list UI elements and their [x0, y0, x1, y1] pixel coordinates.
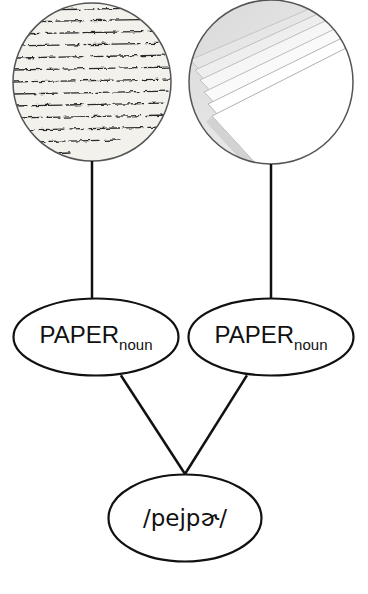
node-text: PAPERnoun: [215, 321, 328, 353]
ellipse-node: PAPERnoun: [12, 297, 180, 377]
category-subscript: noun: [294, 336, 327, 353]
word-label: /pejpɚ/: [143, 505, 227, 531]
word-label: PAPER: [40, 321, 120, 348]
category-subscript: noun: [119, 336, 152, 353]
node-text: /pejpɚ/: [143, 505, 227, 531]
node-text: PAPERnoun: [40, 321, 153, 353]
word-label: PAPER: [215, 321, 295, 348]
paper-stack-image: [186, 0, 368, 198]
leader-line: [270, 164, 273, 298]
leader-line: [91, 161, 94, 298]
ellipse-node: /pejpɚ/: [107, 473, 263, 563]
connector-line: [121, 375, 185, 474]
connector-line: [185, 375, 247, 474]
image-circle: [189, 0, 353, 164]
handwriting-image: [0, 0, 184, 170]
ellipse-node: PAPERnoun: [187, 297, 355, 377]
image-circle: [13, 3, 171, 161]
